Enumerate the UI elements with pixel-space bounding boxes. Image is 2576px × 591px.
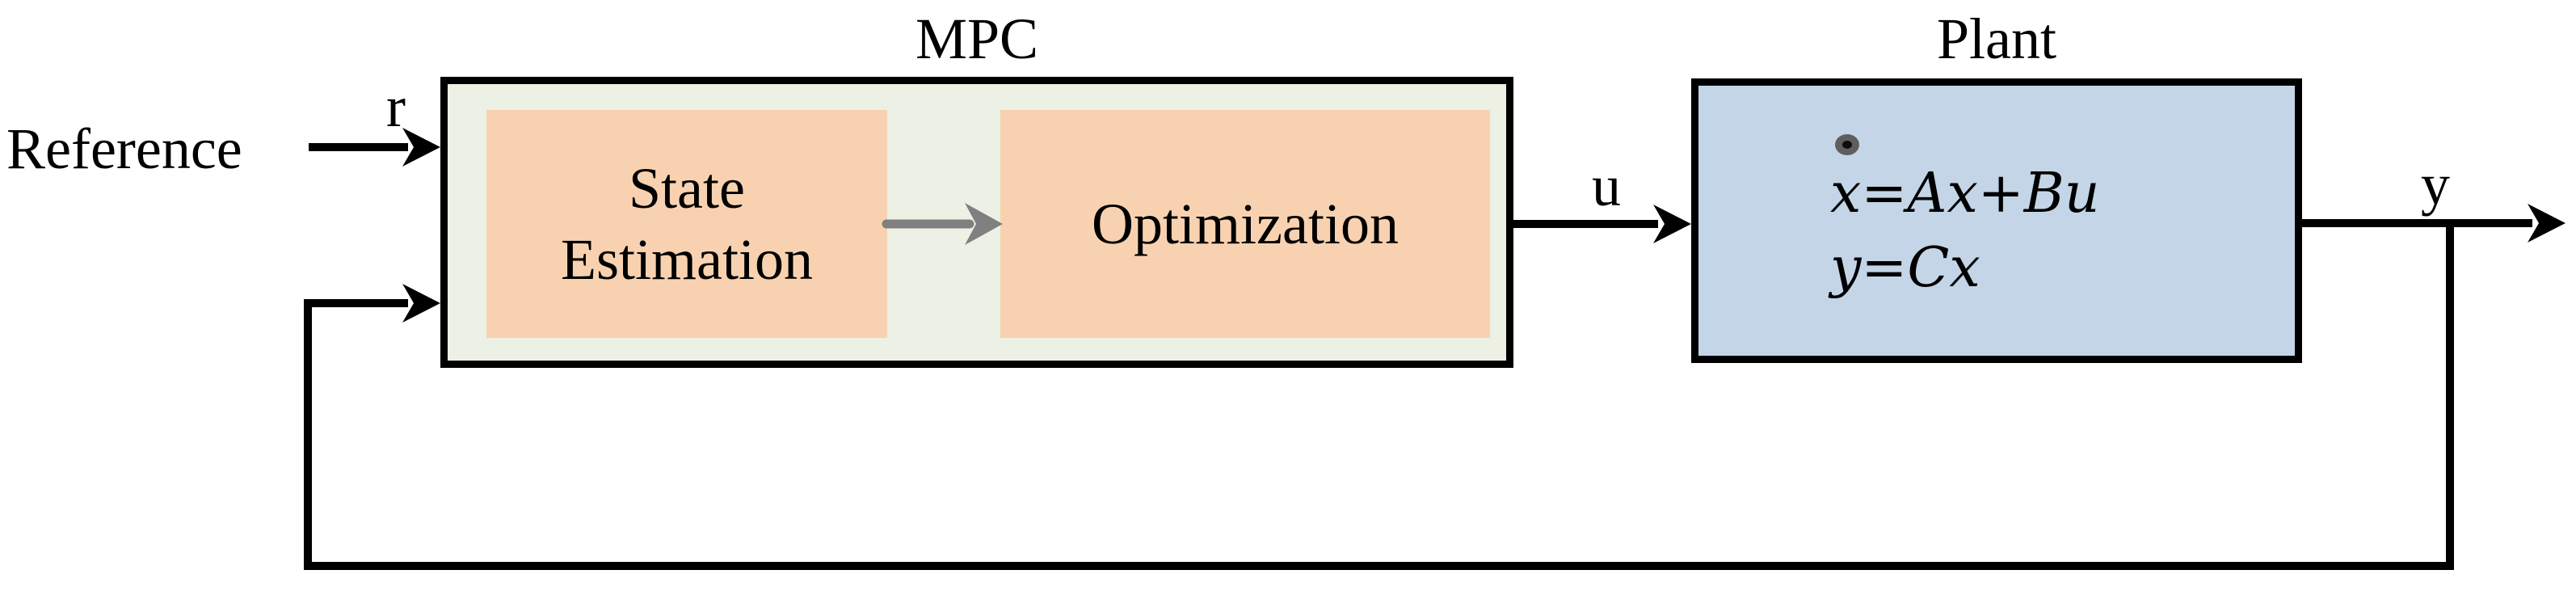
derivative-dot-icon — [1835, 134, 1859, 155]
u-label: u — [1592, 154, 1621, 218]
state-estimation-label: State Estimation — [561, 156, 813, 292]
r-label: r — [386, 74, 406, 139]
plant-equation-output: y=Cx — [1830, 236, 1980, 300]
plant-equations: x=Ax+Bu y=Cx — [1830, 134, 2100, 306]
state-variable: x — [1830, 134, 1861, 231]
mpc-title: MPC — [915, 6, 1039, 71]
y-label: y — [2421, 152, 2450, 217]
state-estimation-block: State Estimation — [486, 110, 887, 338]
reference-label: Reference — [6, 116, 242, 181]
optimization-label: Optimization — [1092, 192, 1399, 256]
optimization-block: Optimization — [1000, 110, 1490, 338]
plant-title: Plant — [1936, 6, 2056, 71]
plant-equation-state: x=Ax+Bu — [1830, 134, 2100, 231]
